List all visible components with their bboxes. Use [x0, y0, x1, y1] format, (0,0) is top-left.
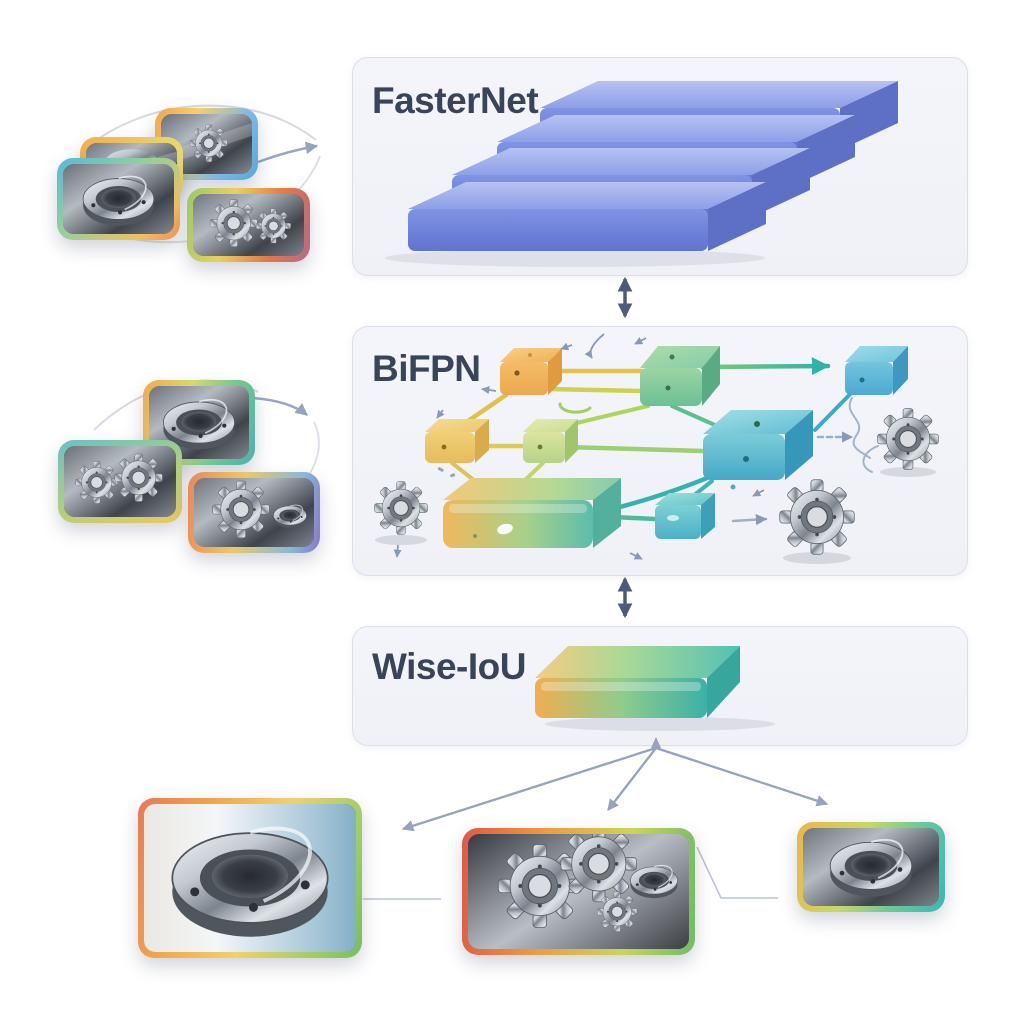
- input1-photo-gear: [155, 108, 258, 180]
- decor-debris: [437, 467, 736, 490]
- decor-mini-arrows: [393, 333, 765, 560]
- input2-photo-gear-pair: [188, 472, 320, 553]
- input1-photo-bearing: [57, 158, 180, 240]
- bifpn-node-teal-small: [655, 493, 715, 539]
- input2-photo-gears: [58, 440, 182, 523]
- bifpn-node-teal-large: [703, 410, 813, 480]
- gear-icon: [877, 408, 939, 477]
- bifpn-node-green: [640, 346, 720, 406]
- bifpn-network: [374, 333, 939, 564]
- bifpn-node-orange: [500, 348, 562, 395]
- bifpn-node-slab: [443, 478, 621, 548]
- gear-icon: [779, 479, 855, 564]
- wise-iou-title: Wise-IoU: [372, 646, 526, 687]
- output-photo-bearing-large: [138, 798, 362, 958]
- bifpn-node-yellowgreen: [523, 419, 578, 463]
- wise-iou-block: [535, 646, 775, 731]
- bifpn-node-yellow: [425, 419, 489, 463]
- bifpn-node-blue: [845, 346, 908, 395]
- output-photo-bearing-small: [797, 822, 945, 912]
- bifpn-title: BiFPN: [372, 348, 481, 389]
- fasternet-title: FasterNet: [372, 80, 539, 121]
- output-photo-gears: [462, 828, 695, 955]
- input1-photo-gears: [187, 188, 310, 262]
- fasternet-feature-maps: [385, 81, 898, 267]
- gear-icon: [374, 481, 428, 545]
- output-fan-arrows: [363, 737, 829, 900]
